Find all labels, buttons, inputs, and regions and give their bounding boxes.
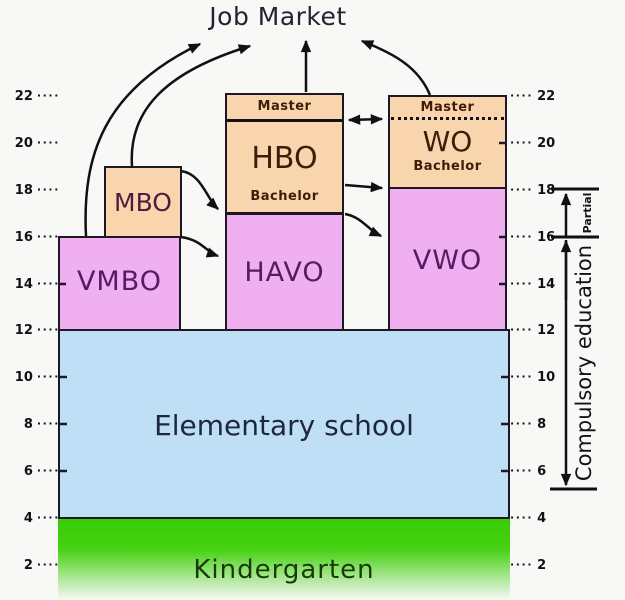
arrow-hbo-master-wo-master xyxy=(347,114,384,125)
age-right-20: ····20 xyxy=(510,135,556,151)
vwo-box: VWO xyxy=(388,187,507,331)
age-right-6: ····6 xyxy=(510,463,547,479)
partial-label: Partial xyxy=(581,192,594,234)
arrow-wo-to-job-market xyxy=(360,39,432,96)
age-left-14: 14···· xyxy=(14,276,60,292)
vmbo-box: VMBO xyxy=(58,236,181,331)
job-market-title: Job Market xyxy=(209,2,347,31)
vmbo-label: VMBO xyxy=(76,266,163,297)
compulsory-education-label: Compulsory education xyxy=(572,244,596,482)
havo-label: HAVO xyxy=(244,257,325,288)
age-left-2: 2···· xyxy=(23,557,60,573)
arrow-havo-to-vwo xyxy=(344,212,383,238)
wo-label: WO xyxy=(422,125,473,158)
age-right-18: ····18 xyxy=(510,182,556,198)
havo-box: HAVO xyxy=(225,213,344,331)
age-right-22: ····22 xyxy=(510,88,556,104)
kindergarten-label: Kindergarten xyxy=(193,555,375,585)
age-left-8: 8···· xyxy=(23,416,60,432)
age-left-18: 18···· xyxy=(14,182,60,198)
age-left-16: 16···· xyxy=(14,229,60,245)
arrow-hbo-bachelor-to-wo xyxy=(344,181,384,193)
wo-box: Master WO Bachelor xyxy=(388,95,507,189)
hbo-master-label: Master xyxy=(257,99,312,114)
age-right-8: ····8 xyxy=(510,416,547,432)
age-left-4: 4···· xyxy=(23,510,60,526)
hbo-box: Master HBO Bachelor xyxy=(225,93,344,214)
mbo-label: MBO xyxy=(114,188,172,217)
age-right-14: ····14 xyxy=(510,276,556,292)
age-left-22: 22···· xyxy=(14,88,60,104)
wo-master-label: Master xyxy=(420,100,475,115)
age-left-20: 20···· xyxy=(14,135,60,151)
wo-bachelor-label: Bachelor xyxy=(413,159,482,174)
arrow-vmbo-to-havo xyxy=(180,235,220,258)
age-right-12: ····12 xyxy=(510,322,556,338)
age-right-4: ····4 xyxy=(510,510,547,526)
hbo-label: HBO xyxy=(251,141,318,176)
age-right-16: ····16 xyxy=(510,229,556,245)
age-right-10: ····10 xyxy=(510,369,556,385)
age-left-12: 12···· xyxy=(14,322,60,338)
wo-master-dotted-divider xyxy=(391,117,504,120)
hbo-master-divider xyxy=(226,119,343,122)
kindergarten-box: Kindergarten xyxy=(58,517,510,600)
mbo-box: MBO xyxy=(104,166,182,238)
arrow-mbo-to-havo xyxy=(180,169,219,210)
hbo-bachelor-label: Bachelor xyxy=(250,189,319,204)
age-left-6: 6···· xyxy=(23,463,60,479)
vwo-label: VWO xyxy=(412,245,483,276)
elementary-school-label: Elementary school xyxy=(154,409,414,442)
elementary-school-box: Elementary school xyxy=(58,329,510,519)
age-left-10: 10···· xyxy=(14,369,60,385)
age-right-2: ····2 xyxy=(510,557,547,573)
